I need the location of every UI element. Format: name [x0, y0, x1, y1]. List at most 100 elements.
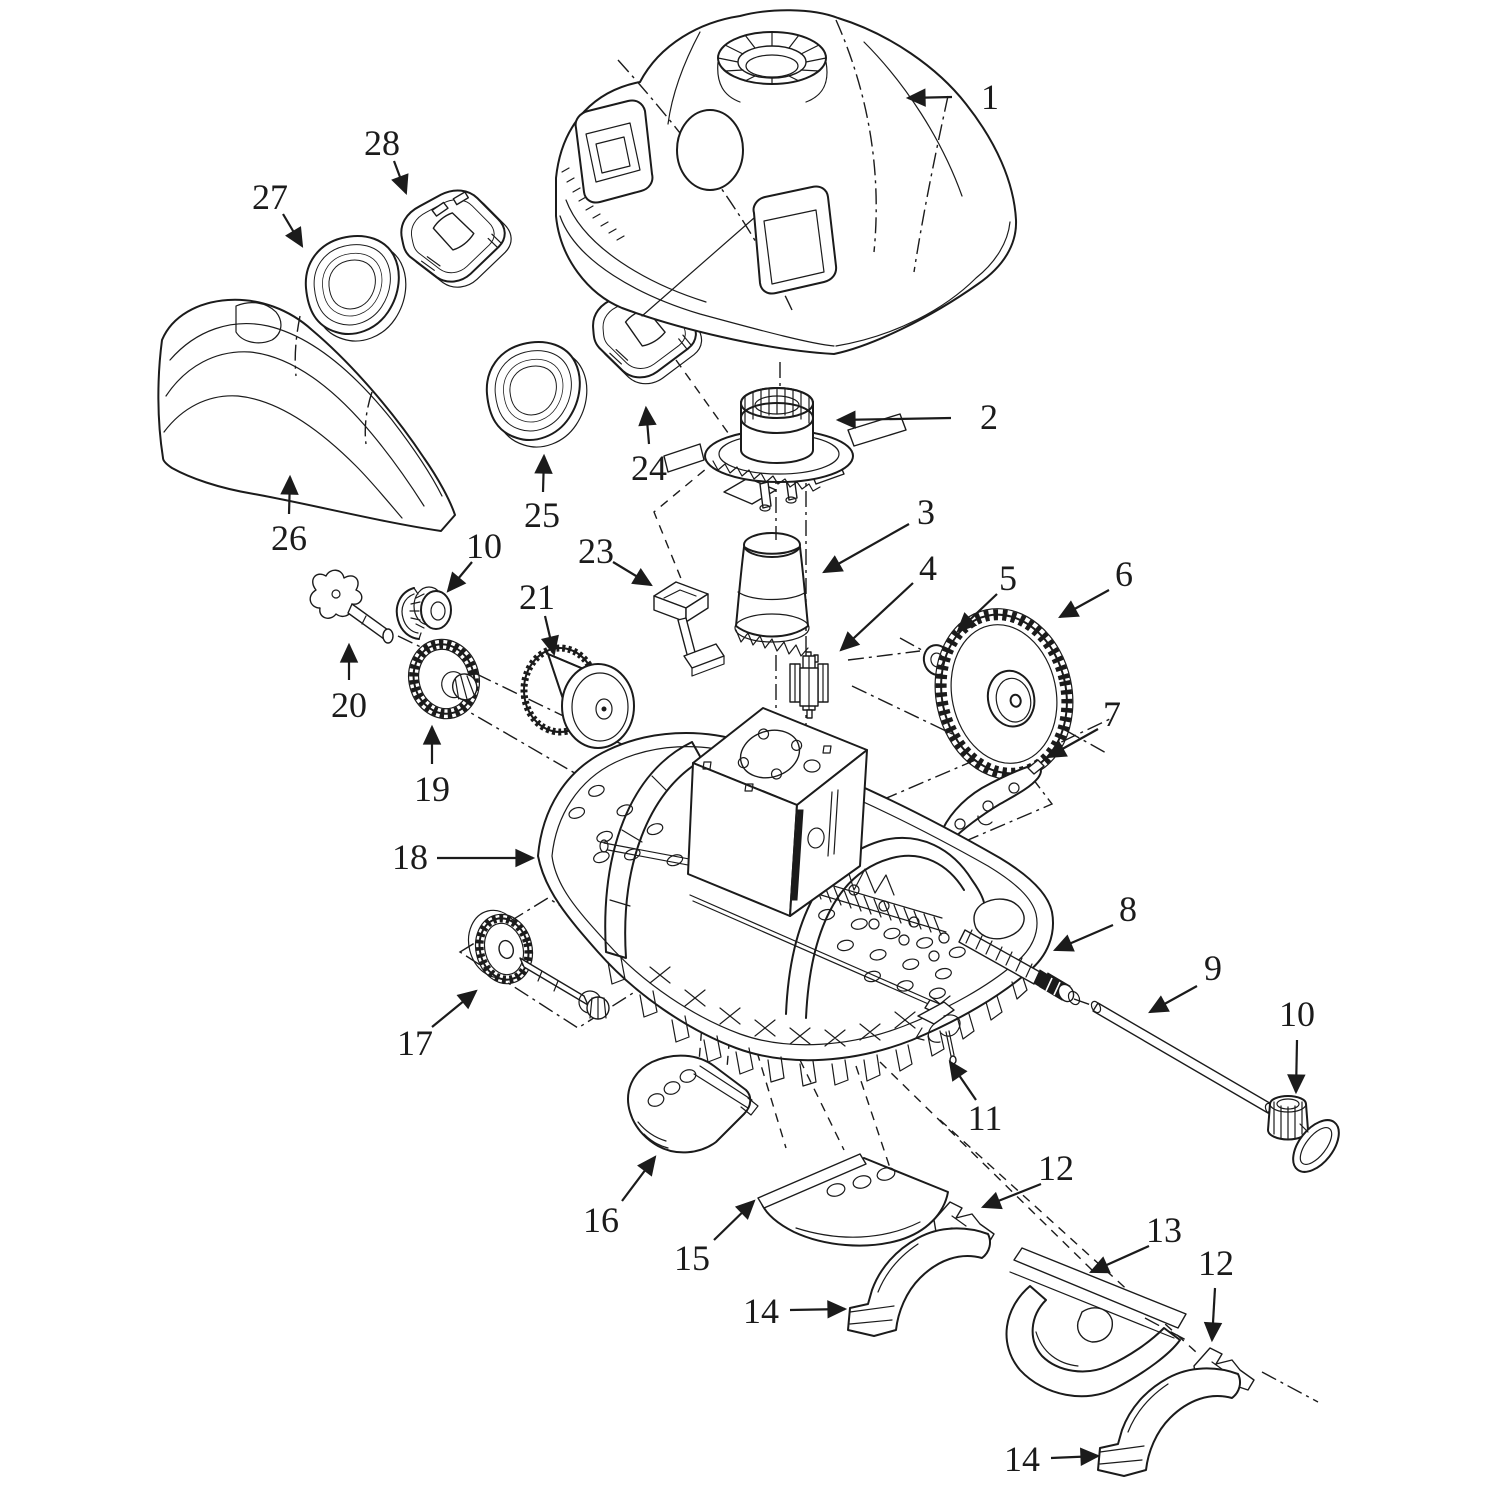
callout-12: 12 — [980, 1148, 1074, 1210]
callout-number-6: 6 — [1115, 554, 1133, 594]
part-10-knob-right — [1267, 1095, 1340, 1173]
callout-number-15: 15 — [674, 1238, 710, 1278]
callout-18: 18 — [392, 837, 536, 877]
callout-number-4: 4 — [919, 548, 937, 588]
callout-number-13: 13 — [1146, 1210, 1182, 1250]
part-6-drive-gear — [934, 608, 1074, 780]
callout-number-9: 9 — [1204, 948, 1222, 988]
callout-arrow-2 — [835, 410, 952, 429]
callout-arrow-27 — [282, 213, 304, 248]
part-13-bearing-clamp — [1005, 1247, 1187, 1398]
callout-5: 5 — [956, 558, 1017, 633]
callout-arrow-17 — [431, 989, 478, 1028]
callout-number-18: 18 — [392, 837, 428, 877]
part-1-top-cover — [555, 9, 1018, 355]
part-2-turbine-assembly — [663, 387, 907, 512]
part-11-retainer-clip — [915, 1001, 961, 1065]
callout-10: 10 — [446, 526, 502, 593]
callout-2: 2 — [835, 397, 998, 437]
callout-28: 28 — [364, 123, 409, 196]
callout-23: 23 — [578, 531, 653, 587]
part-9-connecting-rod — [1090, 1000, 1276, 1116]
callout-arrow-28 — [391, 160, 409, 196]
callout-number-26: 26 — [271, 518, 307, 558]
callout-14: 14 — [1004, 1439, 1101, 1479]
callout-arrow-5 — [956, 593, 998, 633]
callout-19: 19 — [414, 724, 450, 809]
callout-arrow-9 — [1148, 985, 1198, 1014]
callout-9: 9 — [1148, 948, 1222, 1014]
callout-13: 13 — [1088, 1210, 1182, 1274]
callout-number-5: 5 — [999, 558, 1017, 598]
part-23-latch-bolt — [653, 581, 725, 677]
callout-arrow-25 — [534, 453, 553, 493]
callout-number-10: 10 — [1279, 994, 1315, 1034]
part-18-body-chassis — [537, 707, 1054, 1087]
part-27-port-gasket — [304, 235, 407, 342]
callout-6: 6 — [1058, 554, 1133, 619]
part-28-port-plate — [397, 185, 516, 292]
callout-number-1: 1 — [981, 77, 999, 117]
part-3-motor-cylinder — [734, 532, 810, 657]
callout-27: 27 — [252, 177, 304, 248]
callout-14: 14 — [743, 1291, 848, 1331]
callout-number-24: 24 — [631, 448, 667, 488]
callout-arrow-12 — [980, 1182, 1042, 1210]
callout-number-8: 8 — [1119, 889, 1137, 929]
callout-arrow-10 — [1287, 1039, 1306, 1095]
callout-arrow-3 — [822, 523, 910, 574]
callout-16: 16 — [583, 1155, 657, 1240]
callout-arrow-4 — [839, 582, 914, 652]
part-16-front-shoe-pad — [627, 1054, 759, 1154]
callout-3: 3 — [822, 492, 935, 574]
callout-arrow-13 — [1088, 1244, 1150, 1274]
callout-number-14: 14 — [1004, 1439, 1040, 1479]
callout-11: 11 — [948, 1060, 1003, 1138]
callout-arrow-1 — [905, 88, 953, 107]
part-19-spur-gear — [408, 638, 480, 720]
part-21-roller-wheel — [520, 644, 635, 749]
callout-arrow-6 — [1058, 589, 1110, 619]
callout-number-21: 21 — [519, 577, 555, 617]
callout-number-10: 10 — [466, 526, 502, 566]
callout-arrow-14 — [789, 1300, 848, 1319]
callout-number-12: 12 — [1038, 1148, 1074, 1188]
callout-number-28: 28 — [364, 123, 400, 163]
callout-24: 24 — [631, 405, 667, 488]
callout-arrow-12 — [1203, 1287, 1223, 1343]
callout-arrow-10 — [446, 561, 473, 593]
callout-number-20: 20 — [331, 685, 367, 725]
callout-number-2: 2 — [980, 397, 998, 437]
callout-arrow-15 — [713, 1199, 756, 1241]
callout-arrow-16 — [621, 1155, 657, 1202]
callout-arrow-26 — [280, 474, 299, 515]
part-20-axle-pin-clip — [309, 569, 394, 644]
callout-4: 4 — [839, 548, 937, 652]
callout-26: 26 — [271, 474, 307, 558]
part-25-port-gasket — [485, 341, 588, 448]
callout-1: 1 — [905, 77, 999, 117]
callout-arrow-7 — [1046, 728, 1099, 759]
part-10-bushing-left — [395, 586, 452, 640]
part-15-rear-shoe-plate — [757, 1153, 949, 1247]
callout-number-7: 7 — [1103, 694, 1121, 734]
callout-number-25: 25 — [524, 495, 560, 535]
part-26-bumper — [157, 298, 456, 532]
callout-8: 8 — [1052, 889, 1137, 952]
callout-10: 10 — [1279, 994, 1315, 1095]
callout-number-3: 3 — [917, 492, 935, 532]
callout-number-16: 16 — [583, 1200, 619, 1240]
callout-25: 25 — [524, 453, 560, 535]
callout-arrow-11 — [948, 1060, 977, 1101]
callout-arrow-21 — [540, 615, 559, 657]
callout-17: 17 — [397, 989, 478, 1063]
callout-7: 7 — [1046, 694, 1121, 759]
callout-20: 20 — [331, 642, 367, 725]
callout-arrow-14 — [1050, 1447, 1101, 1466]
callout-number-11: 11 — [968, 1098, 1003, 1138]
callout-15: 15 — [674, 1199, 756, 1278]
callout-number-19: 19 — [414, 769, 450, 809]
